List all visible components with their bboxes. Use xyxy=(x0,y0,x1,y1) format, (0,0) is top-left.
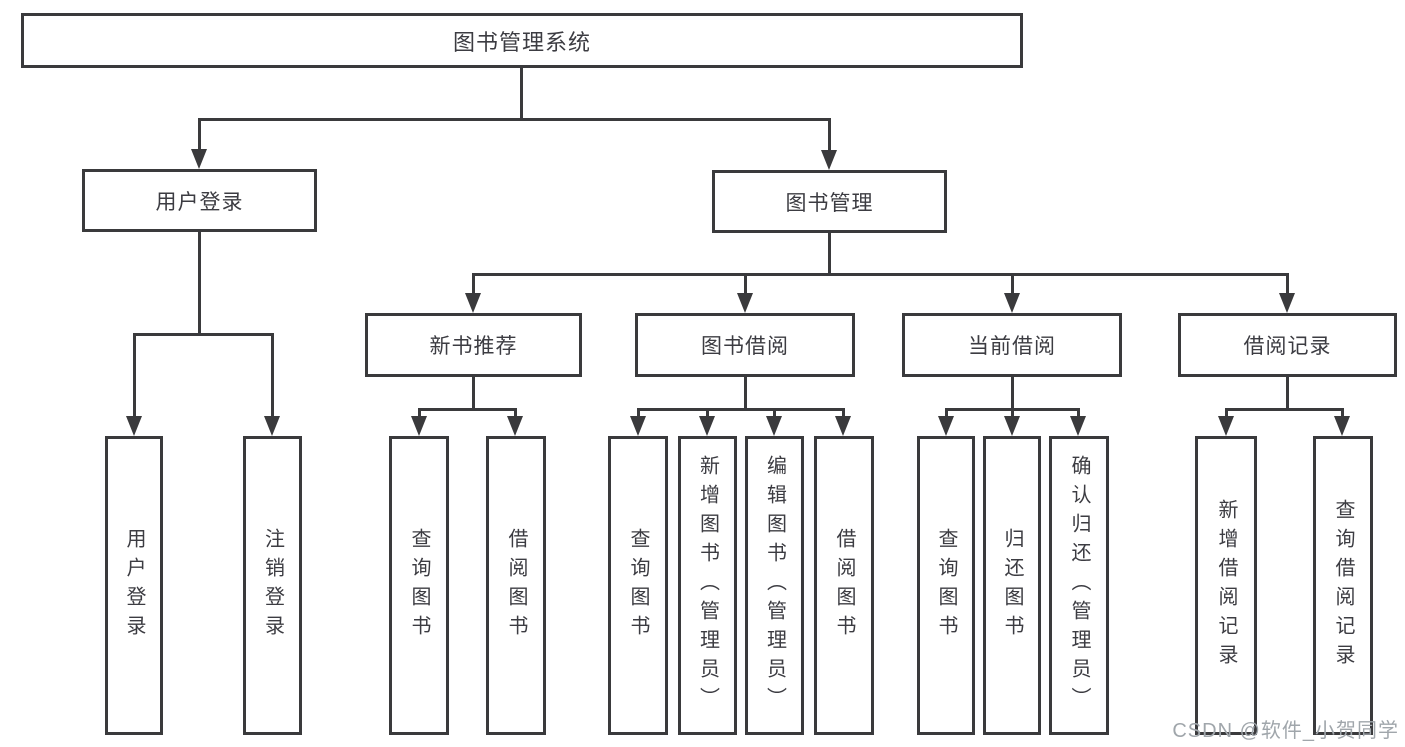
arrowhead-down-icon xyxy=(1004,416,1020,436)
connector-segment xyxy=(418,408,421,420)
connector-segment xyxy=(133,333,273,336)
node-label: 用户登录 xyxy=(123,527,145,644)
arrowhead-down-icon xyxy=(1218,416,1234,436)
connector-segment xyxy=(472,273,1286,276)
node-label: 新书推荐 xyxy=(429,335,518,358)
connector-segment xyxy=(637,408,845,411)
connector-segment xyxy=(198,118,201,152)
connector-segment xyxy=(945,408,948,420)
arrowhead-down-icon xyxy=(411,416,427,436)
leaf-edit-books-admin: 编辑图书（管理员） xyxy=(745,436,804,735)
node-label: 注销登录 xyxy=(261,527,284,644)
connector-segment xyxy=(271,333,274,419)
arrowhead-down-icon xyxy=(1004,293,1020,313)
connector-segment xyxy=(637,408,640,420)
connector-segment xyxy=(198,118,831,121)
node-label: 查询借阅记录 xyxy=(1332,498,1354,673)
node-label: 编辑图书（管理员） xyxy=(763,455,786,716)
connector-segment xyxy=(1011,408,1014,420)
arrowhead-down-icon xyxy=(766,416,782,436)
arrowhead-down-icon xyxy=(699,416,715,436)
arrowhead-down-icon xyxy=(835,416,851,436)
node-label: 图书借阅 xyxy=(701,335,789,358)
connector-segment xyxy=(744,273,747,297)
node-label: 确认归还（管理员） xyxy=(1068,455,1090,716)
connector-segment xyxy=(744,377,747,408)
node-label: 查询图书 xyxy=(935,527,957,644)
connector-segment xyxy=(133,333,136,419)
node-book-borrowing: 图书借阅 xyxy=(635,313,855,377)
node-library-management-system: 图书管理系统 xyxy=(21,13,1023,68)
connector-segment xyxy=(198,232,201,333)
node-new-book-recommendation: 新书推荐 xyxy=(365,313,582,377)
leaf-add-borrowing-record: 新增借阅记录 xyxy=(1195,436,1257,735)
arrowhead-down-icon xyxy=(126,416,142,436)
connector-segment xyxy=(418,408,517,411)
leaf-query-books-borrowing: 查询图书 xyxy=(608,436,668,735)
node-user-login: 用户登录 xyxy=(82,169,317,232)
leaf-confirm-return-admin: 确认归还（管理员） xyxy=(1049,436,1109,735)
node-label: 借阅记录 xyxy=(1243,335,1332,358)
leaf-query-borrowing-record: 查询借阅记录 xyxy=(1313,436,1373,735)
connector-segment xyxy=(1011,273,1014,297)
arrowhead-down-icon xyxy=(465,293,481,313)
connector-segment xyxy=(1011,377,1014,408)
connector-segment xyxy=(828,233,831,273)
connector-segment xyxy=(1225,408,1344,411)
arrowhead-down-icon xyxy=(1334,416,1350,436)
leaf-add-books-admin: 新增图书（管理员） xyxy=(678,436,737,735)
connector-segment xyxy=(1286,377,1289,408)
connector-segment xyxy=(1225,408,1228,420)
arrowhead-down-icon xyxy=(191,149,207,169)
leaf-query-books-recommendation: 查询图书 xyxy=(389,436,449,735)
node-current-borrowing: 当前借阅 xyxy=(902,313,1122,377)
node-label: 当前借阅 xyxy=(968,335,1056,358)
connector-segment xyxy=(514,408,517,420)
node-label: 查询图书 xyxy=(627,527,649,644)
node-label: 图书管理 xyxy=(785,191,874,215)
arrowhead-down-icon xyxy=(507,416,523,436)
leaf-user-login: 用户登录 xyxy=(105,436,163,735)
connector-segment xyxy=(773,408,776,420)
leaf-query-books-current: 查询图书 xyxy=(917,436,975,735)
arrowhead-down-icon xyxy=(938,416,954,436)
csdn-watermark: CSDN @软件_小贺同学 xyxy=(1172,720,1399,742)
arrowhead-down-icon xyxy=(264,416,280,436)
connector-segment xyxy=(472,273,475,297)
node-label: 借阅图书 xyxy=(505,527,527,644)
node-label: 新增图书（管理员） xyxy=(696,455,719,716)
leaf-logout: 注销登录 xyxy=(243,436,302,735)
node-label: 图书管理系统 xyxy=(452,29,591,55)
connector-segment xyxy=(828,118,831,152)
connector-segment xyxy=(1077,408,1080,420)
node-book-management: 图书管理 xyxy=(712,170,947,233)
node-borrowing-records: 借阅记录 xyxy=(1178,313,1397,377)
arrowhead-down-icon xyxy=(1279,293,1295,313)
leaf-borrow-books-recommendation: 借阅图书 xyxy=(486,436,546,735)
leaf-return-books: 归还图书 xyxy=(983,436,1041,735)
arrowhead-down-icon xyxy=(630,416,646,436)
node-label: 用户登录 xyxy=(155,190,244,214)
connector-segment xyxy=(842,408,845,420)
node-label: 查询图书 xyxy=(408,527,430,644)
connector-segment xyxy=(472,377,475,408)
arrowhead-down-icon xyxy=(737,293,753,313)
node-label: 新增借阅记录 xyxy=(1215,498,1237,673)
leaf-borrow-books-borrowing: 借阅图书 xyxy=(814,436,874,735)
connector-segment xyxy=(1286,273,1289,297)
arrowhead-down-icon xyxy=(821,150,837,170)
connector-segment xyxy=(1341,408,1344,420)
arrowhead-down-icon xyxy=(1070,416,1086,436)
connector-segment xyxy=(706,408,709,420)
node-label: 归还图书 xyxy=(1001,527,1023,644)
node-label: 借阅图书 xyxy=(833,527,855,644)
connector-segment xyxy=(520,68,523,118)
